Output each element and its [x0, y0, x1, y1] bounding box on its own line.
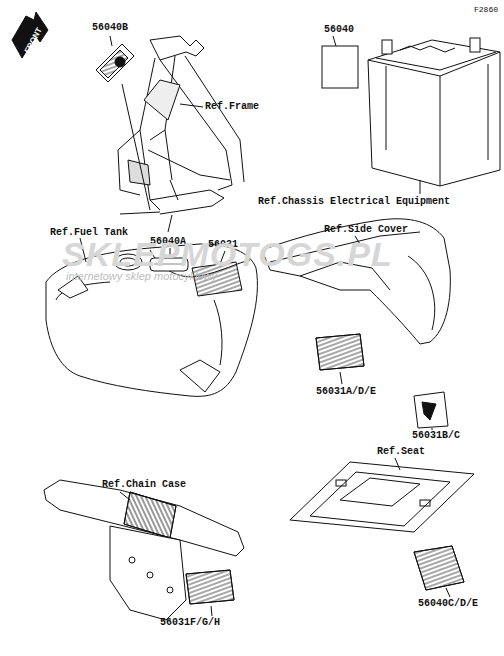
part-number: 56031F/G/H: [160, 617, 220, 629]
watermark: internetowy sklep motocyklowy: [66, 270, 217, 282]
reference-label: Ref.Chain Case: [102, 479, 186, 491]
part-number: 56040: [324, 24, 354, 36]
reference-label: Ref.Chassis Electrical Equipment: [258, 196, 450, 208]
part-number: 56040C/D/E: [418, 598, 478, 610]
watermark: SKLEPMOTOGS.PL: [62, 236, 393, 272]
reference-label: Ref.Seat: [377, 446, 425, 458]
reference-label: Ref.Side Cover: [324, 224, 408, 236]
part-number: 56031A/D/E: [316, 386, 376, 398]
reference-label: Ref.Frame: [205, 101, 259, 113]
figure-number: F2860: [474, 4, 498, 16]
part-number: 56040B: [92, 22, 128, 34]
part-number: 56031B/C: [412, 430, 460, 442]
